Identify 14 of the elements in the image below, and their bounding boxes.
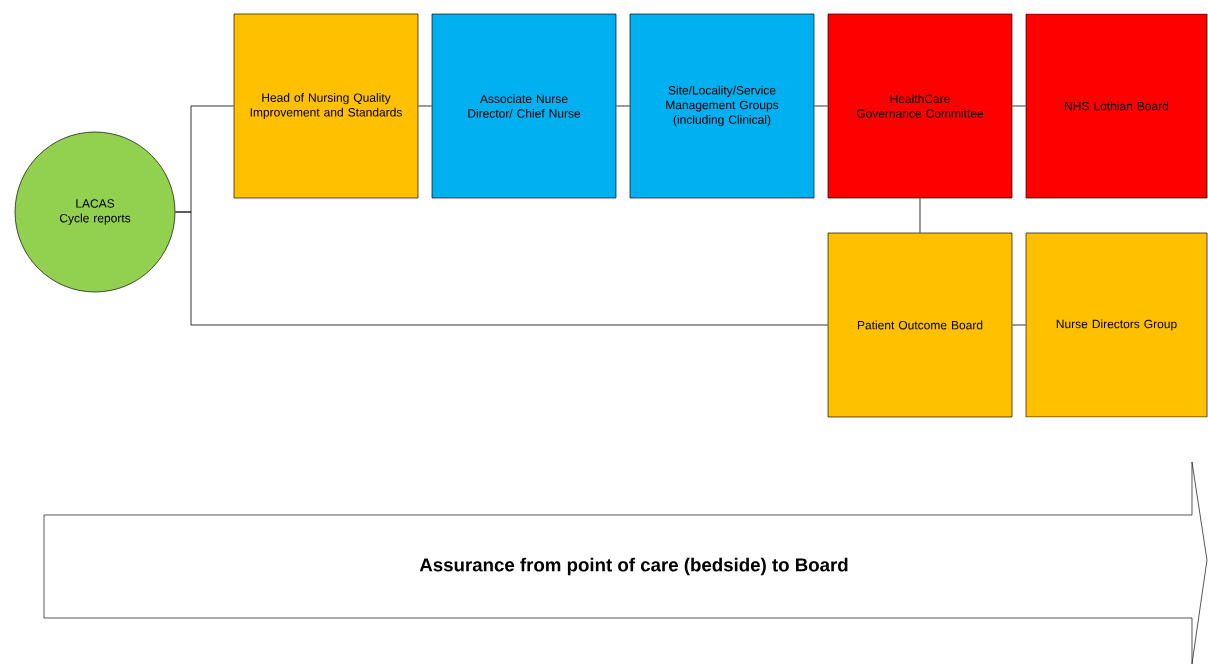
process-box: NHS Lothian Board bbox=[1025, 13, 1208, 199]
connector-line bbox=[1011, 105, 1027, 107]
process-box: Associate Nurse Director/ Chief Nurse bbox=[431, 13, 617, 199]
process-box: HealthCare Governance Committee bbox=[827, 13, 1013, 199]
connector-line bbox=[417, 105, 433, 107]
connector-line bbox=[813, 105, 829, 107]
connector-line bbox=[919, 197, 921, 234]
process-box: Site/Locality/Service Management Groups (including Clinical) bbox=[629, 13, 815, 199]
connector-line bbox=[174, 211, 829, 326]
connector-line bbox=[615, 105, 631, 107]
process-box: Patient Outcome Board bbox=[827, 232, 1013, 418]
connector-line bbox=[1011, 324, 1027, 326]
process-box: Head of Nursing Quality Improvement and Standards bbox=[233, 13, 419, 199]
process-box: Nurse Directors Group bbox=[1025, 232, 1208, 418]
